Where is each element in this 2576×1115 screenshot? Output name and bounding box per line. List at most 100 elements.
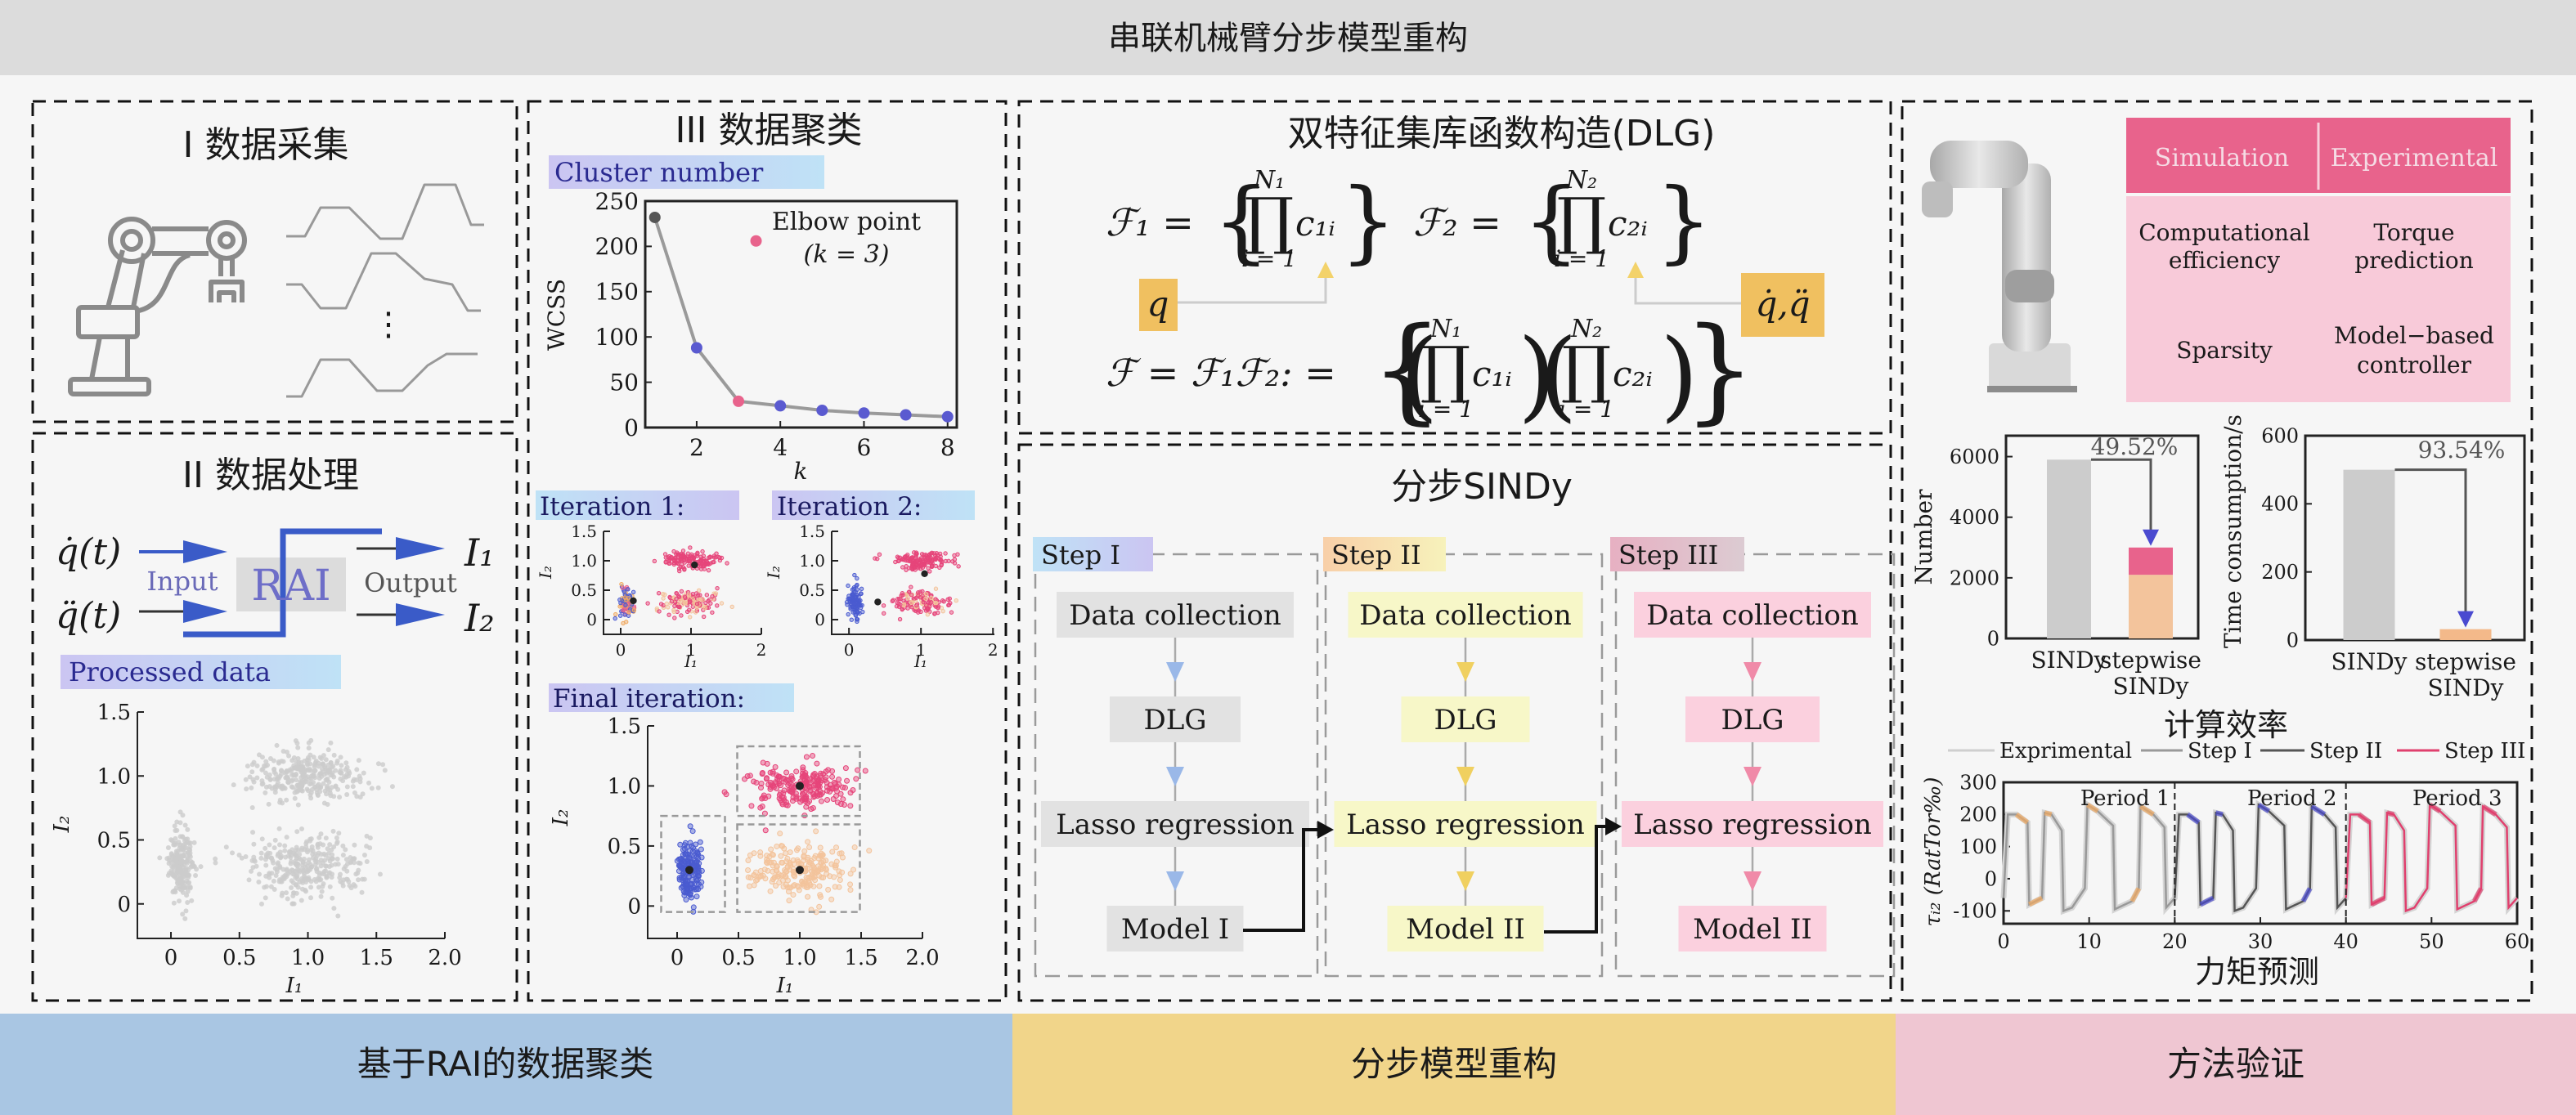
scatter-point (915, 590, 921, 595)
scatter-point (301, 770, 307, 776)
scatter-point (318, 858, 324, 863)
scatter-point (805, 839, 811, 845)
y-tick-label: -100 (1953, 900, 1997, 923)
scatter-point (701, 614, 707, 620)
wcss-point (816, 404, 828, 416)
scatter-point (297, 869, 303, 875)
scatter-point (701, 553, 707, 558)
input-qddot: q̈(t) (56, 595, 121, 637)
scatter-point (267, 772, 272, 778)
scatter-point (364, 844, 370, 849)
scatter-point (810, 791, 817, 798)
scatter-point (855, 575, 859, 581)
y-axis-label: Number (1910, 489, 1937, 585)
x-tick-label: 6 (857, 434, 872, 461)
scatter-point (259, 755, 265, 760)
table-header-simulation: Simulation (2155, 144, 2289, 172)
scatter-point (172, 867, 177, 873)
table-body-bg (2126, 196, 2511, 402)
scatter-point (304, 863, 310, 869)
scatter-point (800, 791, 806, 798)
step-box (1401, 696, 1530, 742)
scatter-point (933, 600, 939, 606)
cell-sparsity: Sparsity (2176, 337, 2273, 364)
scatter-point (765, 793, 772, 799)
y-tick-label: 1.0 (571, 551, 597, 571)
scatter-point (905, 606, 910, 611)
scatter-point (787, 849, 793, 856)
scatter-point (334, 758, 340, 763)
scatter-point (767, 779, 774, 786)
scatter-point (173, 835, 178, 841)
scatter-point (299, 886, 305, 892)
arrow-down-icon (1166, 767, 1184, 786)
robot-arm-icon (68, 217, 247, 396)
scatter-point (276, 826, 282, 831)
scatter-point (682, 858, 689, 864)
scatter-point (342, 773, 348, 779)
scatter-point (340, 883, 346, 889)
scatter-point (823, 768, 829, 775)
scatter-point (289, 867, 294, 873)
scatter-point (337, 871, 343, 877)
scatter-point (764, 860, 770, 866)
scatter-point (803, 874, 810, 880)
scatter-point (794, 857, 801, 863)
rai-label: RAI (251, 562, 330, 611)
scatter-point (272, 784, 278, 790)
scatter-point (284, 835, 289, 840)
scatter-point (343, 857, 349, 862)
scatter-point (943, 551, 948, 556)
scatter-point (308, 790, 314, 795)
scatter-point (664, 601, 669, 607)
prediction-highlight (2472, 887, 2484, 902)
x-tick-label: 50 (2419, 930, 2444, 953)
scatter-point (782, 776, 788, 782)
f-rbrace: } (1683, 303, 1756, 437)
scatter-point (251, 759, 257, 765)
f-lparen1: ( (1400, 319, 1438, 432)
scatter-point (186, 849, 191, 855)
scatter-point (329, 856, 334, 862)
scatter-point (684, 888, 691, 894)
scatter-point (909, 600, 914, 605)
scatter-point (803, 754, 810, 760)
scatter-point (626, 613, 631, 618)
y-tick-label: 0 (117, 893, 131, 917)
scatter-point (178, 846, 184, 852)
scatter-point (289, 858, 294, 864)
scatter-point (833, 844, 840, 851)
scatter-point (834, 783, 841, 790)
f-lower2: i = 1 (1559, 396, 1614, 423)
scatter-point (767, 769, 774, 776)
reduction-arrow-line (2394, 468, 2467, 615)
scatter-point (623, 602, 628, 607)
scatter-point (263, 759, 269, 764)
scatter-point (325, 846, 330, 852)
scatter-point (299, 766, 305, 772)
scatter-point (340, 852, 346, 858)
scatter-point (814, 869, 820, 875)
scatter-point (704, 593, 710, 598)
scatter-point (290, 880, 296, 885)
scatter-point (176, 898, 182, 904)
scatter-point (343, 760, 349, 766)
scatter-point (318, 831, 324, 837)
x-tick-label: 0 (671, 946, 684, 970)
y-tick-label: 0.5 (608, 835, 641, 859)
scatter-point (905, 553, 910, 558)
scatter-point (327, 842, 333, 848)
y-tick-label: 400 (2261, 493, 2299, 516)
scatter-point (320, 884, 325, 889)
scatter-point (306, 746, 312, 751)
scatter-point (186, 880, 191, 886)
scatter-point (254, 763, 260, 768)
scatter-point (698, 846, 704, 853)
scatter-point (194, 866, 200, 872)
step-box (1622, 801, 1883, 847)
x-tick-label: 1.5 (360, 946, 393, 970)
scatter-point (184, 893, 190, 898)
scatter-point (685, 874, 692, 880)
